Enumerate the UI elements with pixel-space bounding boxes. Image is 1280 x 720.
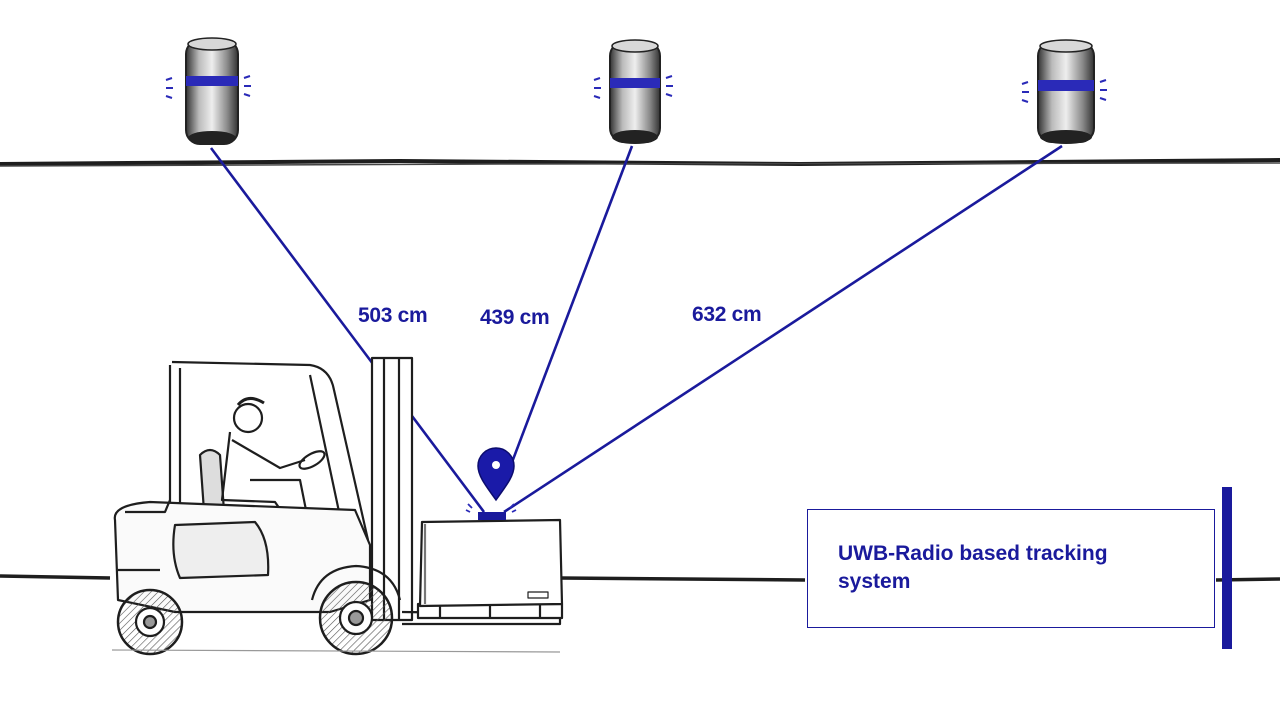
caption-text: UWB-Radio based tracking system bbox=[838, 542, 1108, 593]
distance-label-right: 632 cm bbox=[692, 303, 762, 326]
forklift-icon bbox=[111, 356, 564, 656]
caption-box: UWB-Radio based tracking system bbox=[807, 509, 1215, 628]
ceiling-line bbox=[0, 158, 1280, 167]
range-line-right bbox=[503, 144, 1063, 514]
uwb-anchor-icon bbox=[165, 37, 251, 145]
distance-label-middle: 439 cm bbox=[480, 306, 550, 329]
floor-line bbox=[0, 574, 111, 580]
range-line-middle bbox=[504, 145, 634, 479]
uwb-anchor-icon bbox=[1021, 39, 1107, 144]
location-pin-icon bbox=[477, 447, 515, 502]
distance-label-left: 503 cm bbox=[358, 304, 428, 327]
uwb-anchor-icon bbox=[593, 39, 673, 144]
uwb-tag bbox=[478, 512, 506, 520]
range-line-left bbox=[209, 147, 486, 513]
caption-accent-bar bbox=[1222, 487, 1232, 649]
